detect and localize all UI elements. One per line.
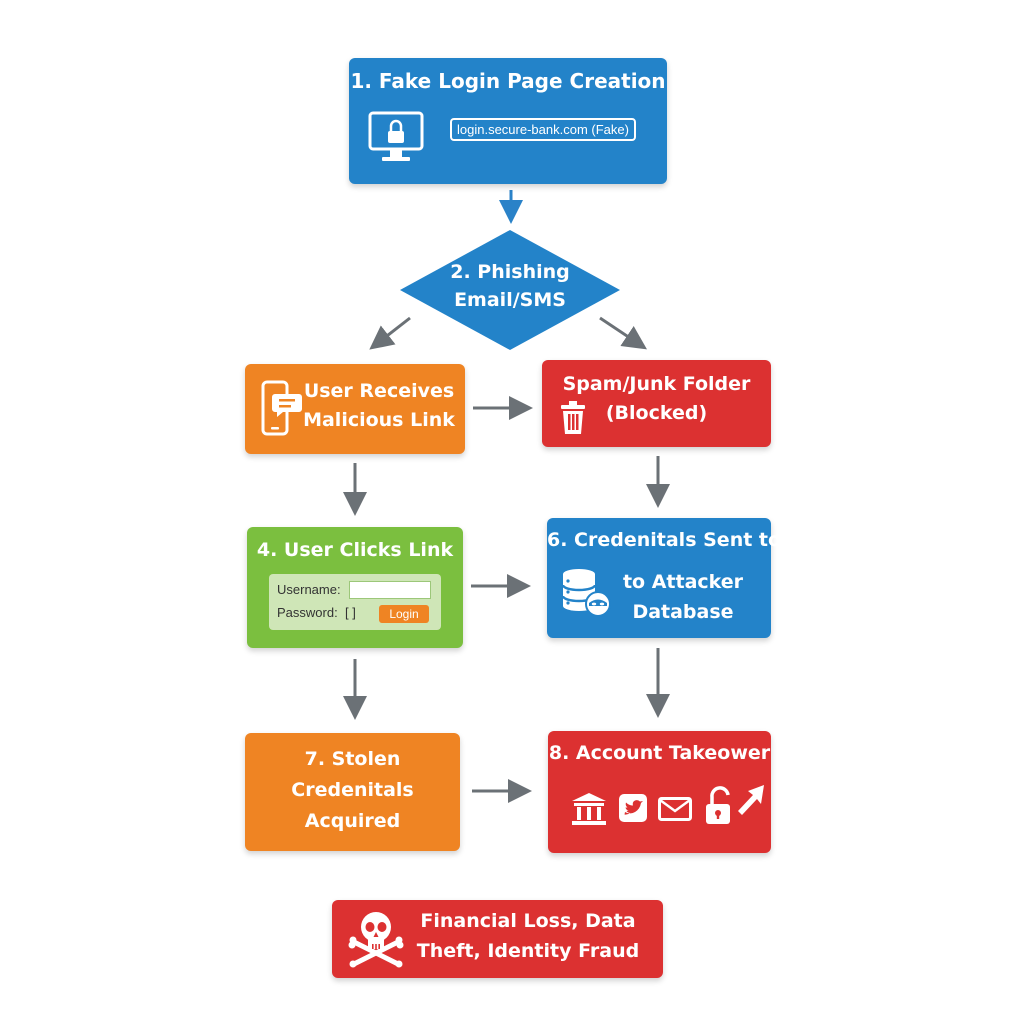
monitor-lock-icon (368, 111, 424, 161)
step2-phishing-diamond (400, 230, 620, 350)
spam-junk-folder-box: Spam/Junk Folder (Blocked) (542, 360, 771, 447)
step7-label-line3: Acquired (304, 810, 401, 832)
step8-account-takeover-box: 8. Account Takeower (548, 731, 771, 853)
database-hacker-icon (561, 569, 611, 617)
step4-user-clicks-box: 4. User Clicks Link Username: Password: … (247, 527, 463, 648)
arrow-cursor-icon (738, 785, 764, 815)
step6-title: 6. Credenitals Sent to (547, 529, 782, 551)
outcome-financial-loss-box: Financial Loss, Data Theft, Identity Fra… (332, 900, 663, 978)
skull-crossbones-icon (348, 912, 404, 968)
smartphone-message-icon (261, 380, 302, 436)
step7-stolen-credentials-box: 7. Stolen Credenitals Acquired (245, 733, 460, 851)
step1-fake-login-box: 1. Fake Login Page Creation login.secure… (349, 58, 667, 184)
step4-title: 4. User Clicks Link (256, 539, 454, 561)
step6-label-line3: Database (632, 601, 734, 623)
bird-social-icon (619, 794, 647, 822)
step7-label-line1: 7. Stolen (304, 748, 401, 770)
outcome-label-line2: Theft, Identity Fraud (416, 940, 640, 962)
step3-label-line1: User Receives (303, 380, 455, 402)
username-label: Username: (277, 582, 341, 597)
trash-icon (561, 401, 585, 434)
fake-login-form: Username: Password: [ ] Login (269, 574, 441, 630)
bank-icon (572, 793, 606, 825)
arrow-step2-to-spam (599, 316, 647, 350)
password-label: Password: (277, 605, 338, 620)
spam-label-line2: (Blocked) (605, 402, 708, 424)
username-field (349, 581, 431, 599)
step8-title: 8. Account Takeower (548, 742, 771, 764)
mail-icon (658, 797, 692, 821)
outcome-label-line1: Financial Loss, Data (420, 910, 636, 932)
password-field: [ ] (345, 605, 356, 620)
spam-label-line1: Spam/Junk Folder (562, 373, 751, 395)
step7-label-line2: Credenitals (291, 779, 414, 801)
step1-title: 1. Fake Login Page Creation (350, 69, 666, 93)
step2-label-line1: 2. Phishing (450, 261, 570, 283)
arrow-step2-to-step3 (369, 316, 411, 350)
step2-label-line2: Email/SMS (454, 289, 566, 311)
step3-user-receives-box: User Receives Malicious Link (245, 364, 465, 454)
login-button: Login (379, 605, 429, 623)
fake-url-field: login.secure-bank.com (Fake) (450, 118, 636, 141)
step6-label-line2: to Attacker (622, 571, 744, 593)
unlocked-padlock-icon (706, 786, 730, 824)
step6-credentials-sent-box: 6. Credenitals Sent to to Attacker Datab… (547, 518, 782, 638)
step3-label-line2: Malicious Link (303, 409, 455, 431)
